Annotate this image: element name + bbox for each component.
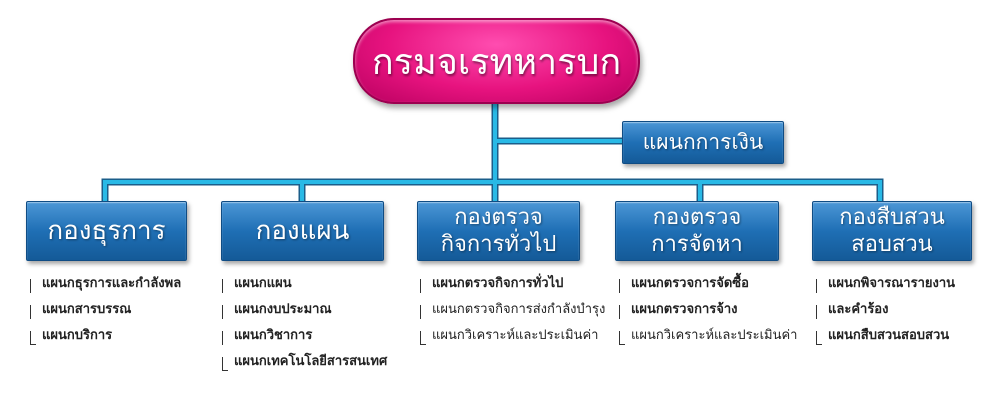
root-label: กรมจเรทหารบก (371, 41, 622, 83)
unit-item: แผนกบริการ (30, 325, 181, 351)
division-node-investigation: กองสืบสวน สอบสวน (812, 201, 972, 261)
division-label-line1: กองตรวจ (652, 204, 742, 230)
unit-item: แผนกวิชาการ (222, 325, 387, 351)
unit-item: แผนกตรวจการจ้าง (619, 299, 797, 325)
unit-item: แผนกวิเคราะห์และประเมินค่า (420, 325, 605, 351)
unit-list-investigation: แผนกพิจารณารายงาน และคำร้อง แผนกสืบสวนสอ… (816, 273, 955, 351)
unit-list-admin: แผนกธุรการและกำลังพล แผนกสารบรรณ แผนกบริ… (30, 273, 181, 351)
staff-label: แผนกการเงิน (642, 130, 764, 155)
division-label-line1: กองสืบสวน (839, 204, 945, 230)
division-node-plans: กองแผน (221, 201, 384, 261)
unit-item: แผนกแผน (222, 273, 387, 299)
division-label-line2: การจัดหา (651, 232, 743, 257)
root-node: กรมจเรทหารบก (353, 18, 640, 104)
unit-item: แผนกงบประมาณ (222, 299, 387, 325)
unit-item: แผนกสารบรรณ (30, 299, 181, 325)
unit-item: แผนกพิจารณารายงาน (816, 273, 955, 299)
unit-item: แผนกเทคโนโลยีสารสนเทศ (222, 351, 387, 377)
unit-item: แผนกวิเคราะห์และประเมินค่า (619, 325, 797, 351)
division-label-line2: สอบสวน (851, 232, 933, 257)
division-node-admin: กองธุรการ (26, 201, 187, 261)
unit-item: แผนกตรวจกิจการส่งกำลังบำรุง (420, 299, 605, 325)
unit-list-plans: แผนกแผน แผนกงบประมาณ แผนกวิชาการ แผนกเทค… (222, 273, 387, 377)
division-label-line1: กองตรวจ (454, 204, 543, 230)
unit-item: แผนกตรวจกิจการทั่วไป (420, 273, 605, 299)
connector-fill (103, 98, 882, 203)
division-label: กองแผน (255, 215, 350, 246)
division-label-line2: กิจการทั่วไป (440, 232, 557, 257)
unit-item: แผนกธุรการและกำลังพล (30, 273, 181, 299)
unit-list-procurement-inspection: แผนกตรวจการจัดซื้อ แผนกตรวจการจ้าง แผนกว… (619, 273, 797, 351)
unit-item: แผนกตรวจการจัดซื้อ (619, 273, 797, 299)
division-node-procurement-inspection: กองตรวจ การจัดหา (615, 201, 779, 261)
unit-list-general-inspection: แผนกตรวจกิจการทั่วไป แผนกตรวจกิจการส่งกำ… (420, 273, 605, 351)
division-node-general-inspection: กองตรวจ กิจการทั่วไป (417, 201, 580, 261)
division-label: กองธุรการ (47, 215, 166, 246)
unit-item: และคำร้อง (816, 299, 955, 325)
unit-item: แผนกสืบสวนสอบสวน (816, 325, 955, 351)
staff-node-finance: แผนกการเงิน (622, 121, 784, 164)
